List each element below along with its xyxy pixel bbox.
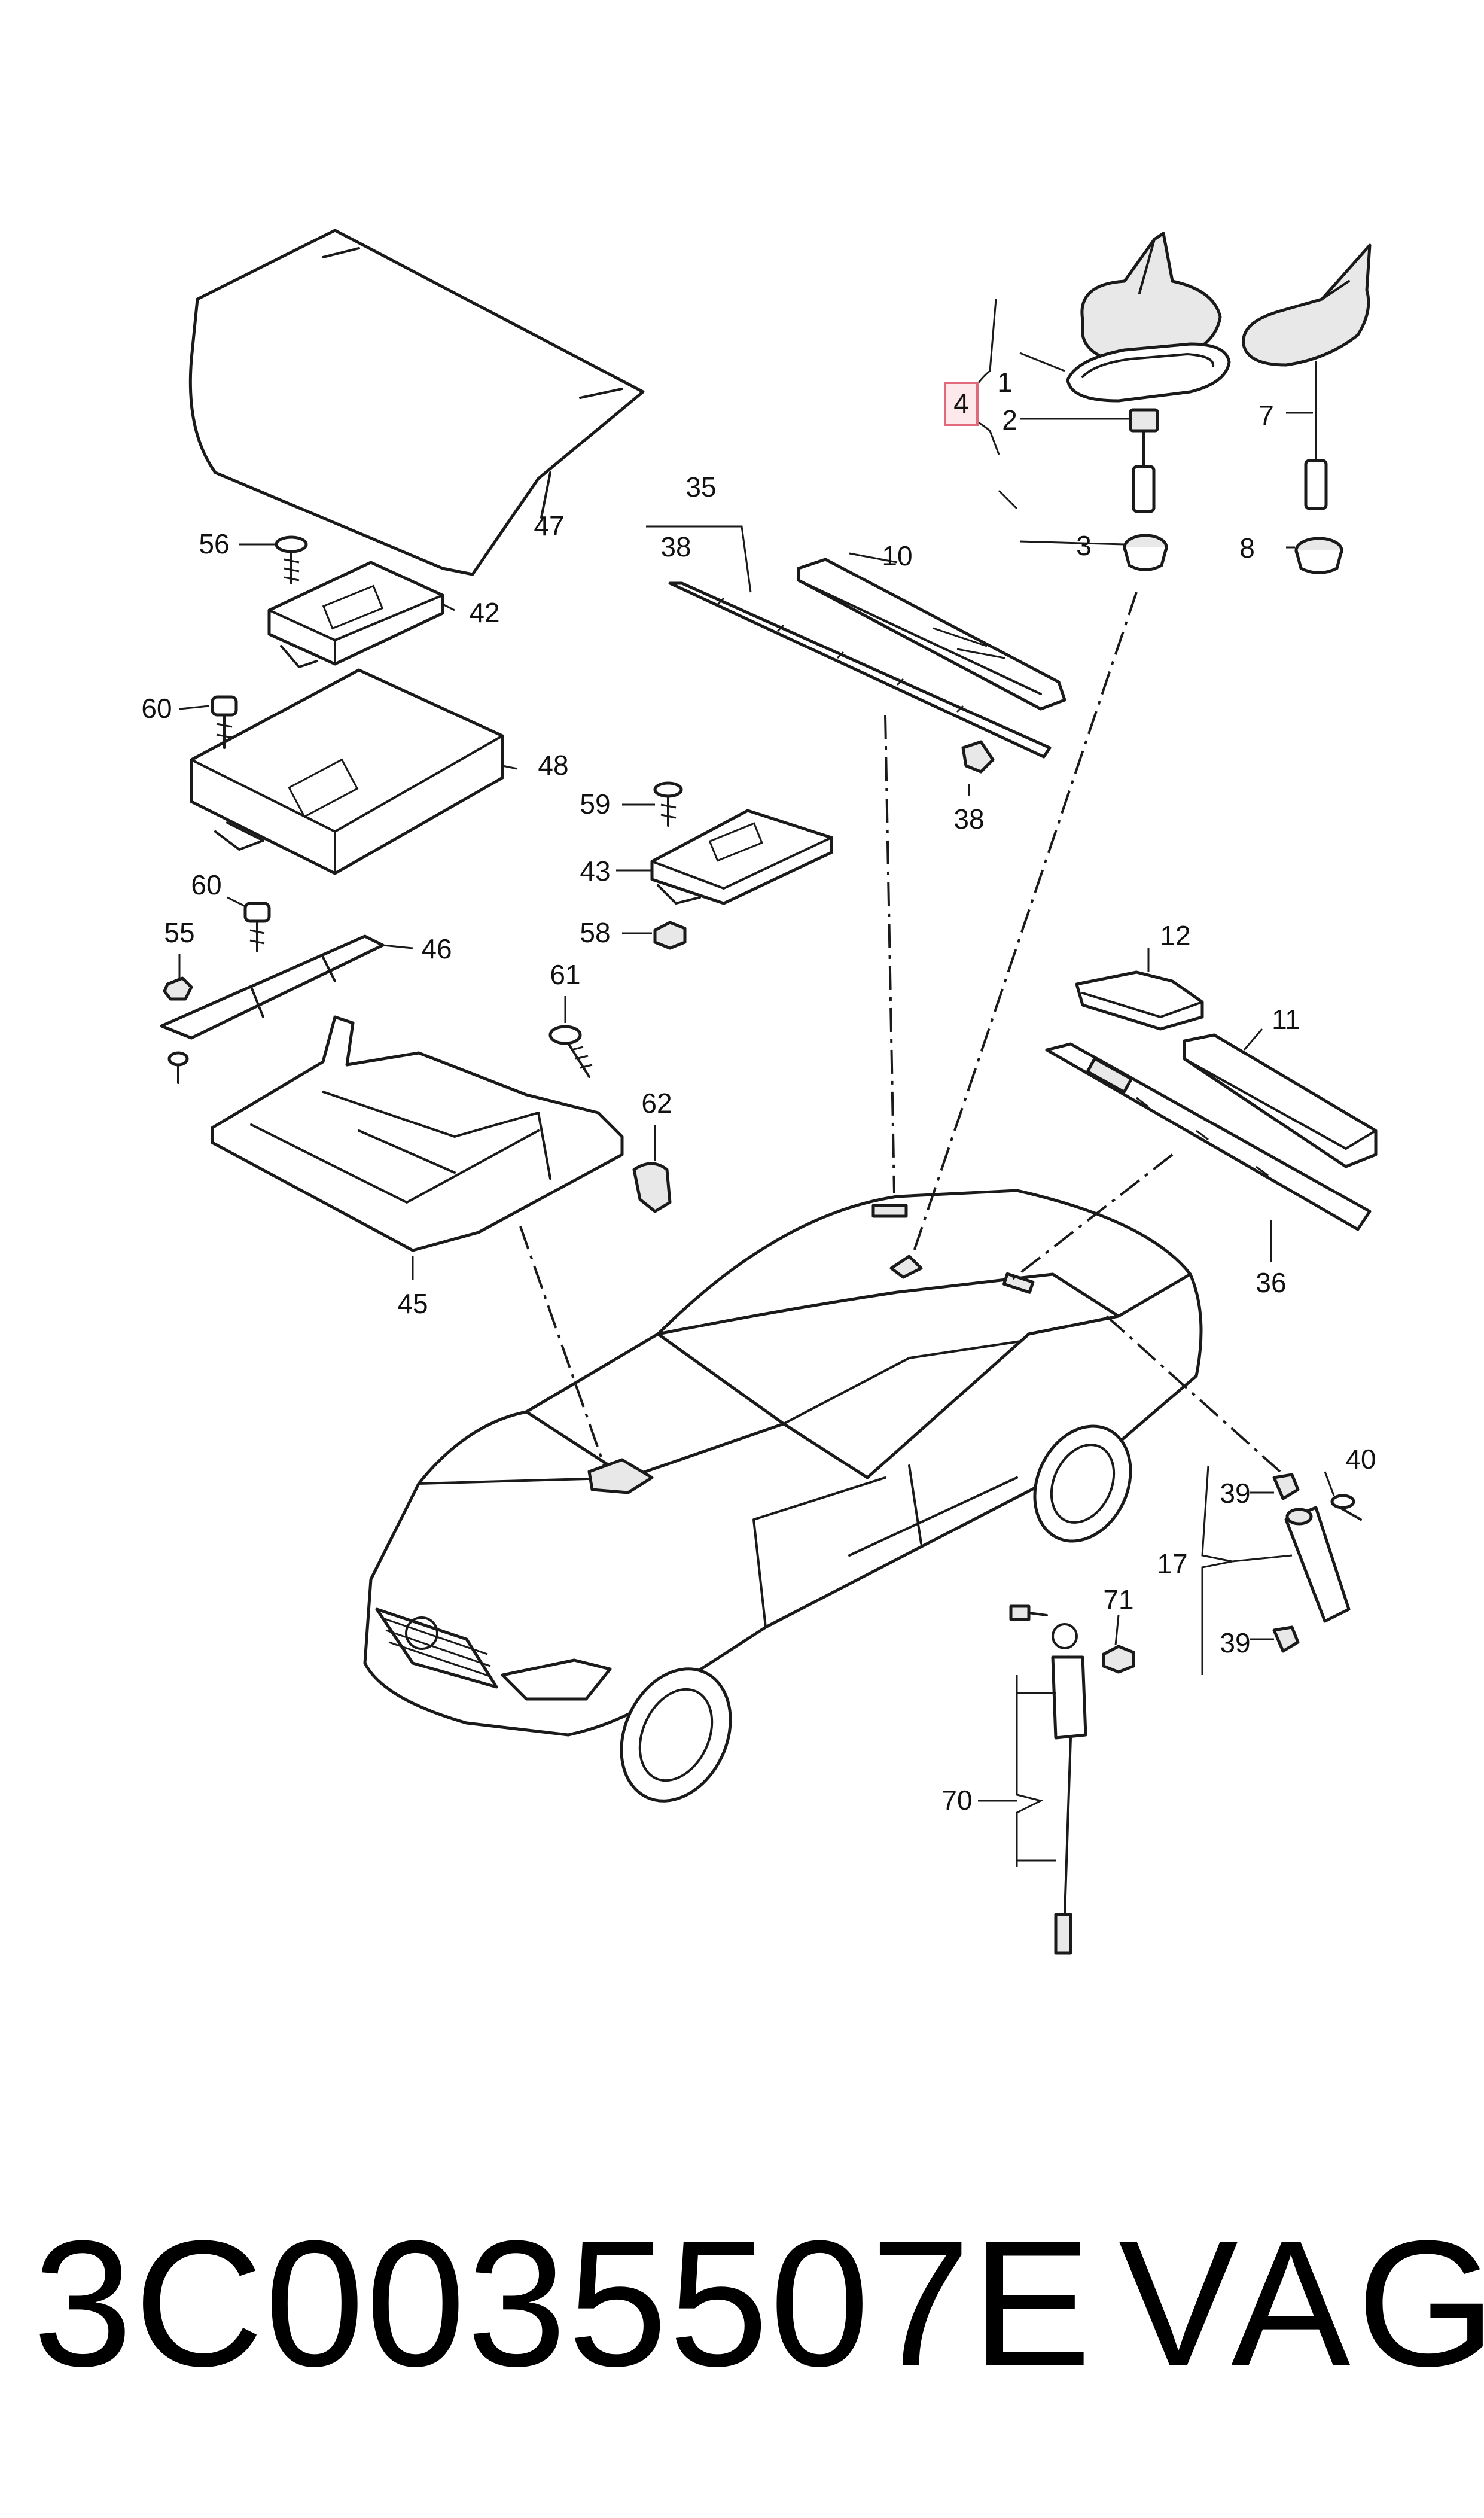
dash-17-car <box>1105 1315 1281 1473</box>
label-71: 71 <box>1103 1584 1133 1615</box>
screw-56 <box>275 535 308 584</box>
label-17: 17 <box>1157 1548 1187 1579</box>
label-42: 42 <box>469 597 499 628</box>
part-2-nut <box>1129 408 1159 433</box>
part-17-module <box>1284 1506 1351 1623</box>
part-39-clip-lower <box>1272 1625 1300 1653</box>
screw-small-left <box>167 1051 189 1084</box>
highlight-box-4 <box>944 382 979 426</box>
label-62: 62 <box>641 1088 672 1119</box>
part-39-clip-upper <box>1272 1473 1300 1500</box>
label-35: 35 <box>685 471 716 503</box>
label-38-top: 38 <box>660 531 691 562</box>
label-48: 48 <box>538 750 568 781</box>
label-2: 2 <box>1002 404 1017 436</box>
dash-38-roof <box>884 714 895 1194</box>
label-45: 45 <box>397 1288 428 1319</box>
label-55: 55 <box>164 917 194 948</box>
nut-58 <box>653 921 687 950</box>
screw-61 <box>548 1025 593 1078</box>
label-1: 1 <box>997 367 1013 398</box>
label-46: 46 <box>421 933 452 964</box>
part-47-cover <box>188 229 645 576</box>
part-11-bar <box>1183 1033 1378 1168</box>
screw-40 <box>1330 1494 1362 1521</box>
label-8: 8 <box>1239 532 1255 564</box>
part-43-module <box>650 809 833 905</box>
brand-text: VAG <box>1119 2203 1484 2404</box>
part-12-module <box>1075 970 1204 1031</box>
label-4: 4 <box>953 388 969 419</box>
label-12: 12 <box>1160 920 1190 951</box>
label-36: 36 <box>1256 1267 1286 1298</box>
label-61: 61 <box>550 959 580 990</box>
label-7: 7 <box>1258 400 1274 431</box>
label-70: 70 <box>941 1785 972 1816</box>
part-48-module <box>190 668 504 875</box>
label-59: 59 <box>580 788 610 820</box>
label-60-upper: 60 <box>141 693 172 724</box>
bolt-60-lower <box>243 902 271 952</box>
part-10-strip <box>797 558 1066 711</box>
part-7-antenna <box>1242 243 1372 510</box>
label-39-upper: 39 <box>1220 1478 1250 1509</box>
screw-59 <box>653 781 683 827</box>
label-60-lower: 60 <box>191 869 221 900</box>
part-number-text: 3C0035507E <box>33 2203 1093 2404</box>
label-56: 56 <box>199 528 229 559</box>
label-11: 11 <box>1272 1004 1300 1035</box>
label-47: 47 <box>534 510 564 541</box>
part-70-cable <box>1051 1623 1087 1955</box>
dash-45-dash <box>519 1226 605 1466</box>
part-36-strip <box>1045 1042 1372 1231</box>
part-38-strip <box>668 581 1052 759</box>
label-58: 58 <box>580 917 610 948</box>
part-1-seal <box>1066 342 1231 403</box>
part-8-grommet <box>1294 537 1343 574</box>
part-42-module <box>267 561 444 668</box>
label-38-clip: 38 <box>953 803 984 835</box>
part-38-clip <box>961 740 995 774</box>
label-43: 43 <box>580 855 610 887</box>
label-10: 10 <box>882 540 912 571</box>
nut-71 <box>1102 1645 1135 1674</box>
leader-lines <box>178 299 1335 1867</box>
label-3: 3 <box>1076 530 1092 561</box>
car-body <box>363 1189 1203 1803</box>
dash-36-roof <box>1010 1153 1174 1281</box>
label-39-lower: 39 <box>1220 1627 1250 1658</box>
label-40: 40 <box>1345 1444 1376 1475</box>
bolt-70-small <box>1009 1604 1048 1621</box>
part-3-grommet <box>1123 534 1168 571</box>
bolt-60-upper <box>211 695 238 749</box>
antenna-cable-upper <box>1132 430 1156 513</box>
dash-3-roof <box>911 592 1138 1257</box>
clip-62 <box>632 1162 672 1213</box>
part-45-tray <box>211 1015 624 1252</box>
nut-55 <box>163 976 193 1001</box>
